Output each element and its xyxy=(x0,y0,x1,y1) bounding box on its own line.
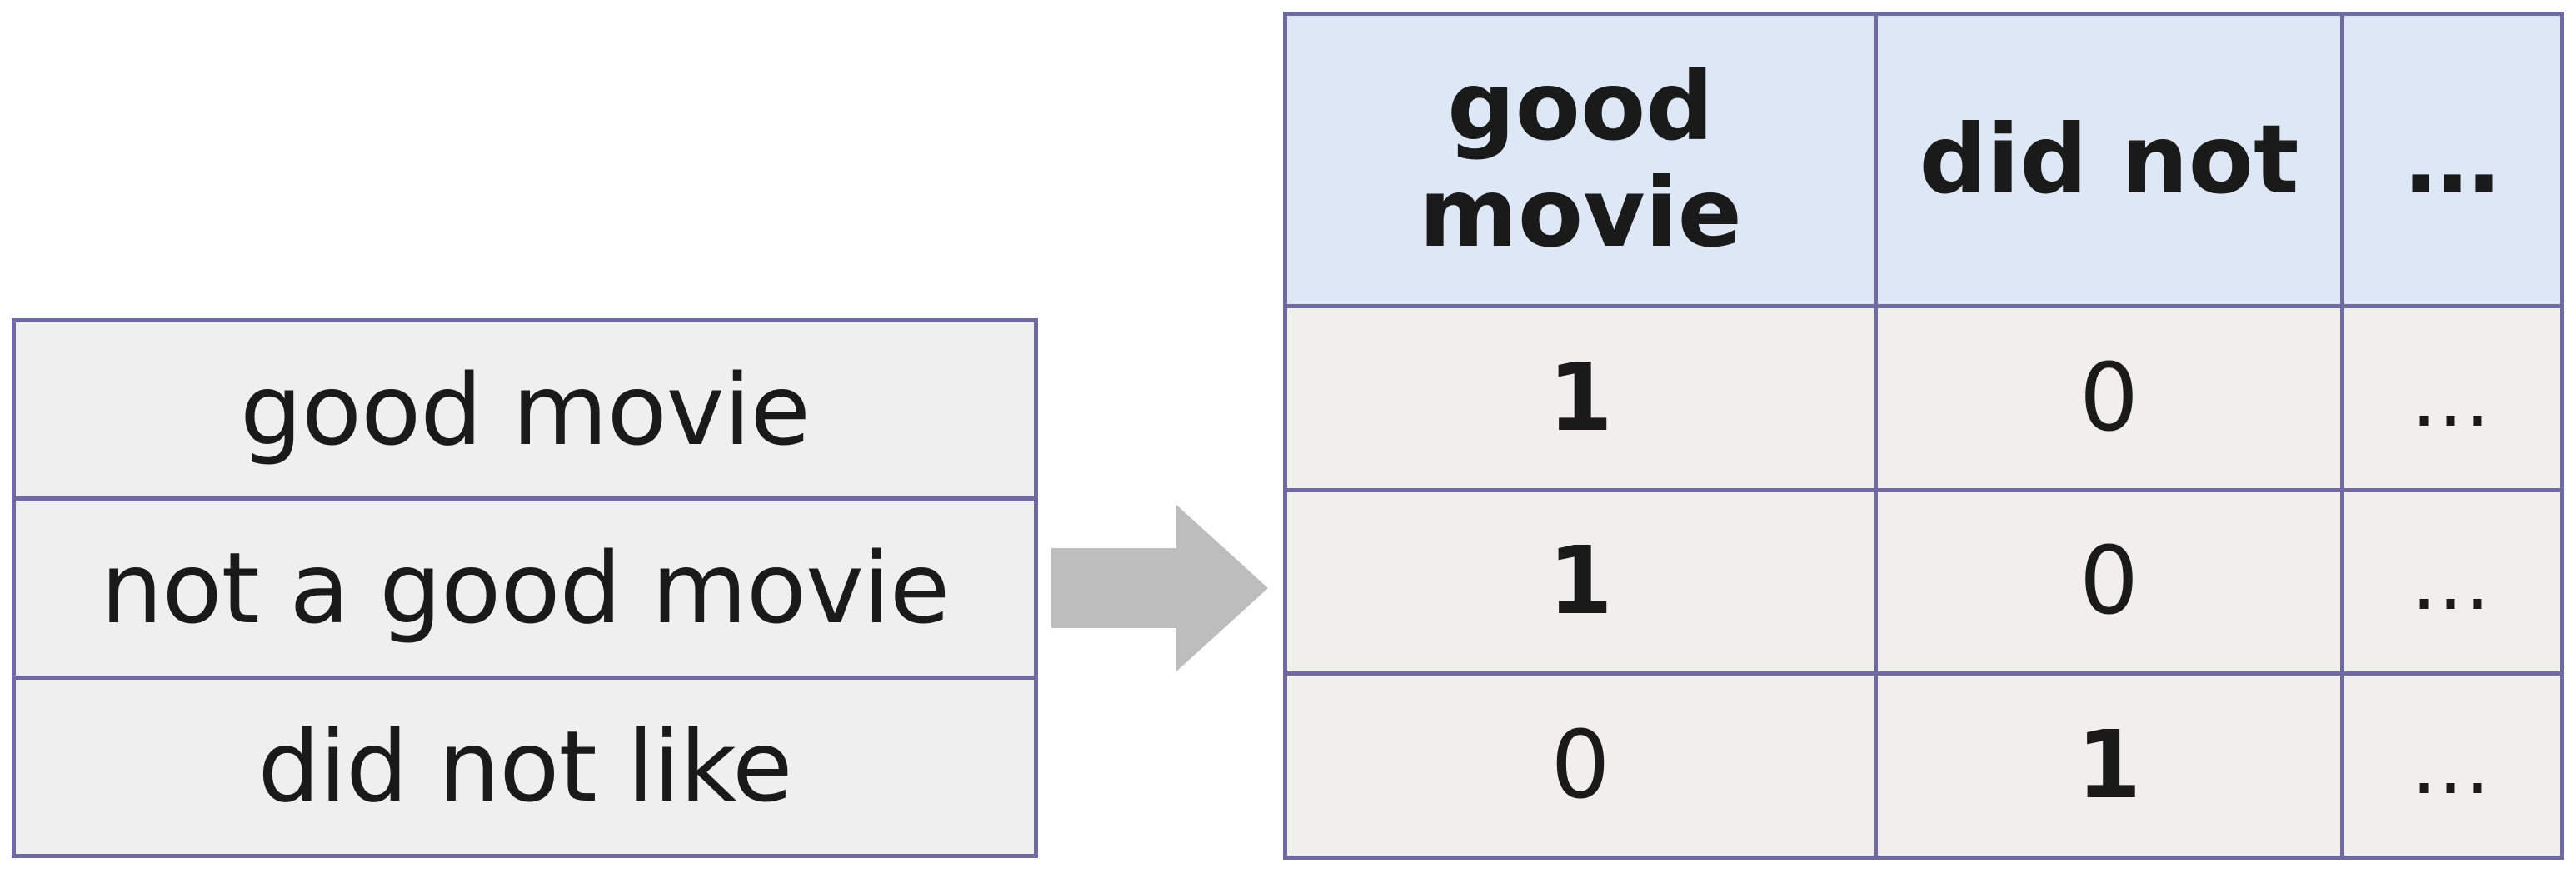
matrix-cell: 1 xyxy=(1287,308,1874,488)
header-did-not: did not xyxy=(1878,16,2340,304)
header-good-movie: good movie xyxy=(1287,16,1874,304)
matrix-cell: 1 xyxy=(1287,491,1874,672)
matrix-cell: … xyxy=(2344,676,2560,856)
matrix-cell: 1 xyxy=(1878,676,2340,856)
matrix-cell: … xyxy=(2344,491,2560,672)
matrix-cell: 0 xyxy=(1878,491,2340,672)
matrix-cell: … xyxy=(2344,308,2560,488)
header-ellipsis: … xyxy=(2344,16,2560,304)
matrix-cell: 0 xyxy=(1878,308,2340,488)
matrix-cell: 0 xyxy=(1287,676,1874,856)
phrase-row: good movie xyxy=(16,322,1034,501)
phrase-row: did not like xyxy=(257,709,792,825)
phrase-row: not a good movie xyxy=(16,501,1034,680)
right-arrow-icon xyxy=(1051,505,1268,671)
feature-matrix: good movie did not … 1 0 … 1 0 … 0 1 … xyxy=(1283,12,2564,860)
phrase-list: good movie not a good movie did not like xyxy=(12,318,1038,858)
